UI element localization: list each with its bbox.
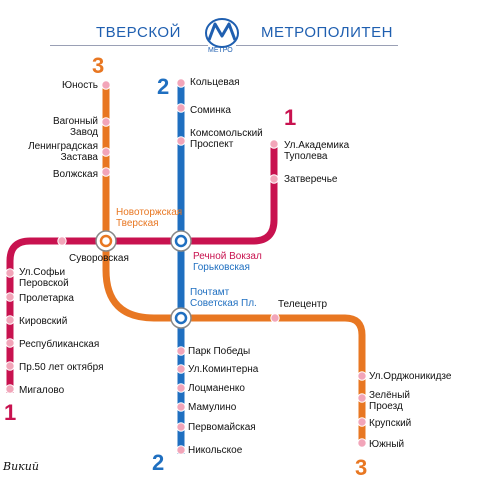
- station-label-telecentr: Телецентр: [278, 299, 328, 310]
- station-label-ordzhonikidze: Ул.Орджоникидзе: [369, 371, 452, 382]
- transfer-label-gorkovskaya: Горьковская: [193, 262, 250, 273]
- metro-logo-text: МЕТРО: [208, 47, 233, 54]
- station-dot-kirovsky: [5, 315, 15, 325]
- station-dot-zelyony-proezd: [357, 393, 367, 403]
- station-dot-tupoleva: [269, 139, 279, 149]
- line-1-route: [6, 141, 278, 393]
- station-dot-vagonny-zavod: [101, 117, 111, 127]
- line-3-number-top: 3: [92, 53, 105, 78]
- station-label-lotsmanenko: Лоцманенко: [188, 383, 245, 394]
- station-label-zelyony-proezd: Зелёный Проезд: [369, 390, 410, 412]
- station-label-proletarka: Пролетарка: [19, 293, 74, 304]
- transfer-label-novotorzhskaya: Новоторжская: [116, 207, 183, 218]
- station-label-volzhskaya: Волжская: [52, 169, 98, 180]
- station-dot-pervomayskaya: [176, 422, 186, 432]
- station-label-sofi-perovskoy: Ул.Софьи Перовской: [19, 267, 69, 289]
- station-label-pr-50-let: Пр.50 лет октября: [19, 362, 104, 373]
- title-rule-right: [236, 45, 398, 46]
- station-label-nikolskoe: Никольское: [188, 445, 243, 456]
- station-label-kominterna: Ул.Коминтерна: [188, 364, 259, 375]
- station-dot-sofi-perovskoy: [5, 268, 15, 278]
- station-dot-volzhskaya: [101, 167, 111, 177]
- station-label-suvorovskaya: Суворовская: [69, 253, 129, 264]
- transfer-hub-rechnoy-vokzal: [170, 230, 192, 252]
- transfer-label-rechnoy: Речной Вокзал: [193, 251, 262, 262]
- line-2-number-bottom: 2: [152, 450, 165, 475]
- transfer-label-sovetskaya: Советская Пл.: [190, 298, 257, 309]
- station-dot-nikolskoe: [176, 445, 186, 455]
- author-signature: Викий: [3, 460, 39, 473]
- station-label-leningradskaya-zastava: Ленинградская Застава: [28, 141, 98, 163]
- station-dot-lotsmanenko: [176, 383, 186, 393]
- station-dot-suvorovskaya: [57, 236, 67, 246]
- station-label-pervomayskaya: Первомайская: [188, 422, 256, 433]
- station-label-mamulino: Мамулино: [188, 402, 237, 413]
- station-label-park-pobedy: Парк Победы: [188, 346, 251, 357]
- transfer-hub-pochtamt: [170, 307, 192, 329]
- station-dot-mamulino: [176, 402, 186, 412]
- station-dot-park-pobedy: [176, 346, 186, 356]
- station-dot-yunost: [101, 80, 111, 90]
- station-dot-migalovo: [5, 384, 15, 394]
- transfer-label-pochtamt: Почтамт: [190, 287, 230, 298]
- station-label-yuzhny: Южный: [369, 439, 405, 450]
- station-dot-proletarka: [5, 292, 15, 302]
- line-2-number-top: 2: [157, 74, 170, 99]
- station-dot-ordzhonikidze: [357, 371, 367, 381]
- station-dot-zatverechye: [269, 174, 279, 184]
- station-label-vagonny-zavod: Вагонный Завод: [52, 116, 98, 138]
- line-3-route: [102, 85, 366, 446]
- transfer-hub-novotorzhskaya: [95, 230, 117, 252]
- station-dot-sominka: [176, 103, 186, 113]
- station-dot-leningradskaya-zastava: [101, 147, 111, 157]
- title-right: МЕТРОПОЛИТЕН: [261, 24, 393, 41]
- station-dot-kominterna: [176, 364, 186, 374]
- station-label-krupsky: Крупский: [369, 418, 412, 429]
- line-1-number-bottom: 1: [4, 400, 17, 425]
- station-label-respublikanskaya: Республиканская: [19, 339, 100, 350]
- station-label-kirovsky: Кировский: [19, 316, 68, 327]
- line-3-number-bottom: 3: [355, 455, 368, 480]
- station-dot-telecentr: [270, 313, 280, 323]
- station-dot-koltsevaya: [176, 78, 186, 88]
- station-label-sominka: Соминка: [190, 105, 231, 116]
- station-dot-komsomolsky: [176, 136, 186, 146]
- station-label-migalovo: Мигалово: [19, 385, 65, 396]
- transfer-label-tverskaya: Тверская: [116, 218, 159, 229]
- station-label-tupoleva: Ул.Академика Туполева: [284, 140, 350, 162]
- station-label-koltsevaya: Кольцевая: [190, 77, 240, 88]
- title-left: ТВЕРСКОЙ: [96, 24, 181, 41]
- station-dot-respublikanskaya: [5, 338, 15, 348]
- line-1-number-top: 1: [284, 105, 297, 130]
- metro-logo: [205, 18, 239, 48]
- station-dot-pr-50-let: [5, 361, 15, 371]
- station-dot-krupsky: [357, 417, 367, 427]
- station-dot-yuzhny: [357, 438, 367, 448]
- title-rule-left: [50, 45, 208, 46]
- station-label-yunost: Юность: [62, 80, 98, 91]
- station-label-zatverechye: Затверечье: [284, 174, 338, 185]
- station-label-komsomolsky: Комсомольский Проспект: [190, 128, 263, 150]
